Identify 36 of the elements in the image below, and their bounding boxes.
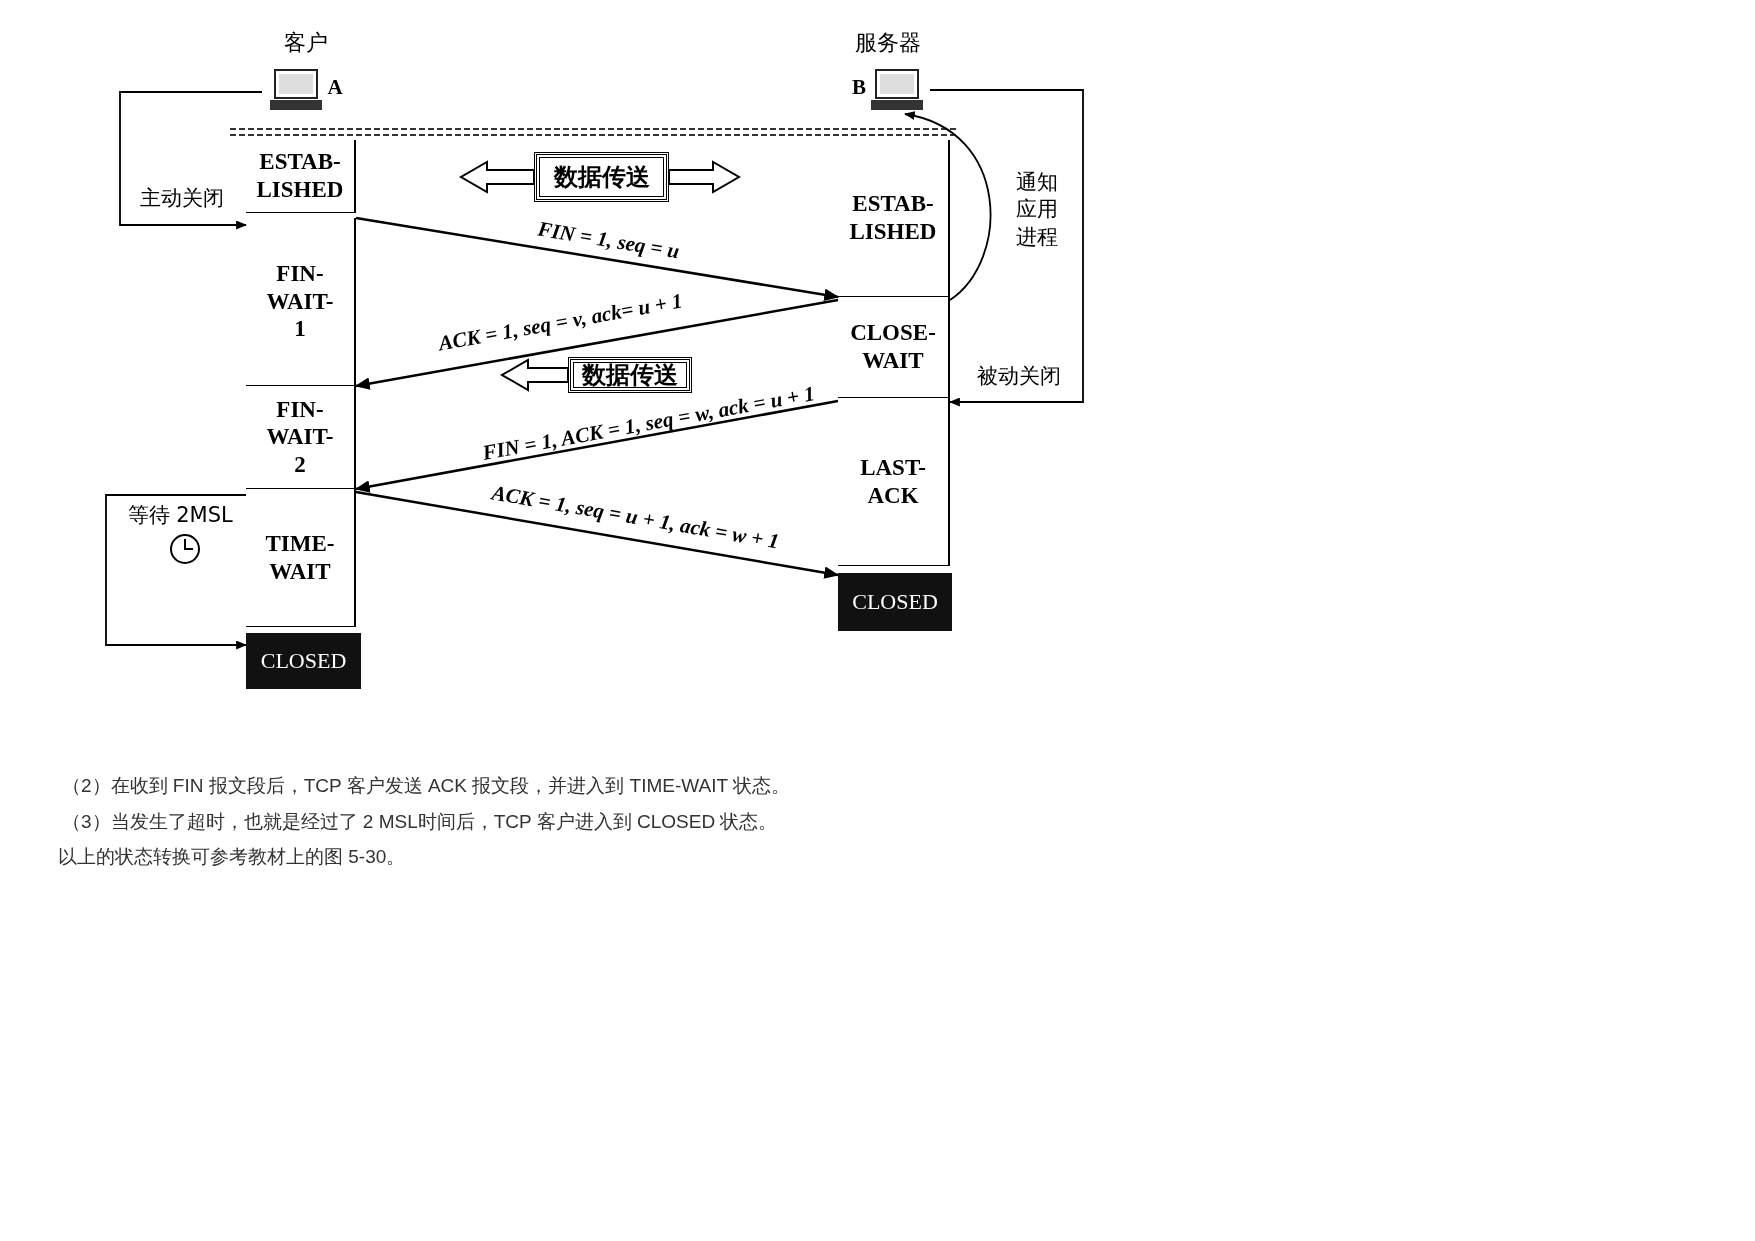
data-transfer-box: 数据传送 — [568, 357, 692, 393]
edge-label: ACK = 1, seq = u + 1, ack = w + 1 — [489, 479, 781, 555]
arrow — [904, 112, 992, 301]
arrow — [119, 91, 263, 230]
block-arrow — [500, 358, 569, 392]
edge-label: 等待 2MSL — [127, 502, 233, 529]
host-letter: A — [327, 77, 343, 98]
paragraph-text: （2）在收到 FIN 报文段后，TCP 客户发送 ACK 报文段，并进入到 TIME-WAIT 状态。 — [62, 774, 790, 798]
closed-state-box: CLOSED — [246, 633, 361, 689]
closed-state-box: CLOSED — [838, 573, 952, 631]
data-transfer-box: 数据传送 — [534, 152, 669, 202]
paragraph-text: （3）当发生了超时，也就是经过了 2 MSL时间后，TCP 客户进入到 CLOSED 状态。 — [62, 810, 778, 834]
paragraph-text: 以上的状态转换可参考教材上的图 5-30。 — [58, 845, 406, 869]
edge-label: 主动关闭 — [140, 185, 224, 212]
state-box: TIME- WAIT — [246, 489, 356, 627]
state-box: ESTAB- LISHED — [246, 140, 356, 213]
host-label: 服务器 — [854, 29, 922, 57]
edge-label: ACK = 1, seq = v, ack= u + 1 — [436, 288, 684, 356]
block-arrow — [668, 160, 741, 194]
edge-label: FIN = 1, seq = u — [535, 216, 681, 264]
message-arrow — [355, 216, 840, 301]
state-box: LAST- ACK — [838, 398, 950, 566]
arrow — [929, 89, 1084, 407]
message-arrow — [354, 298, 839, 390]
state-box: CLOSE- WAIT — [838, 297, 950, 398]
block-arrow — [459, 160, 535, 194]
state-box: ESTAB- LISHED — [838, 140, 950, 297]
host-label: 客户 — [283, 29, 329, 57]
host-letter: B — [852, 77, 866, 98]
arrow — [105, 494, 247, 650]
message-arrow — [355, 490, 840, 579]
edge-label: 被动关闭 — [977, 363, 1061, 390]
state-box: FIN- WAIT-1 — [246, 218, 356, 386]
edge-label: 通知应用进程 — [1016, 169, 1059, 251]
message-arrow — [354, 399, 839, 493]
state-box: FIN- WAIT-2 — [246, 386, 356, 489]
